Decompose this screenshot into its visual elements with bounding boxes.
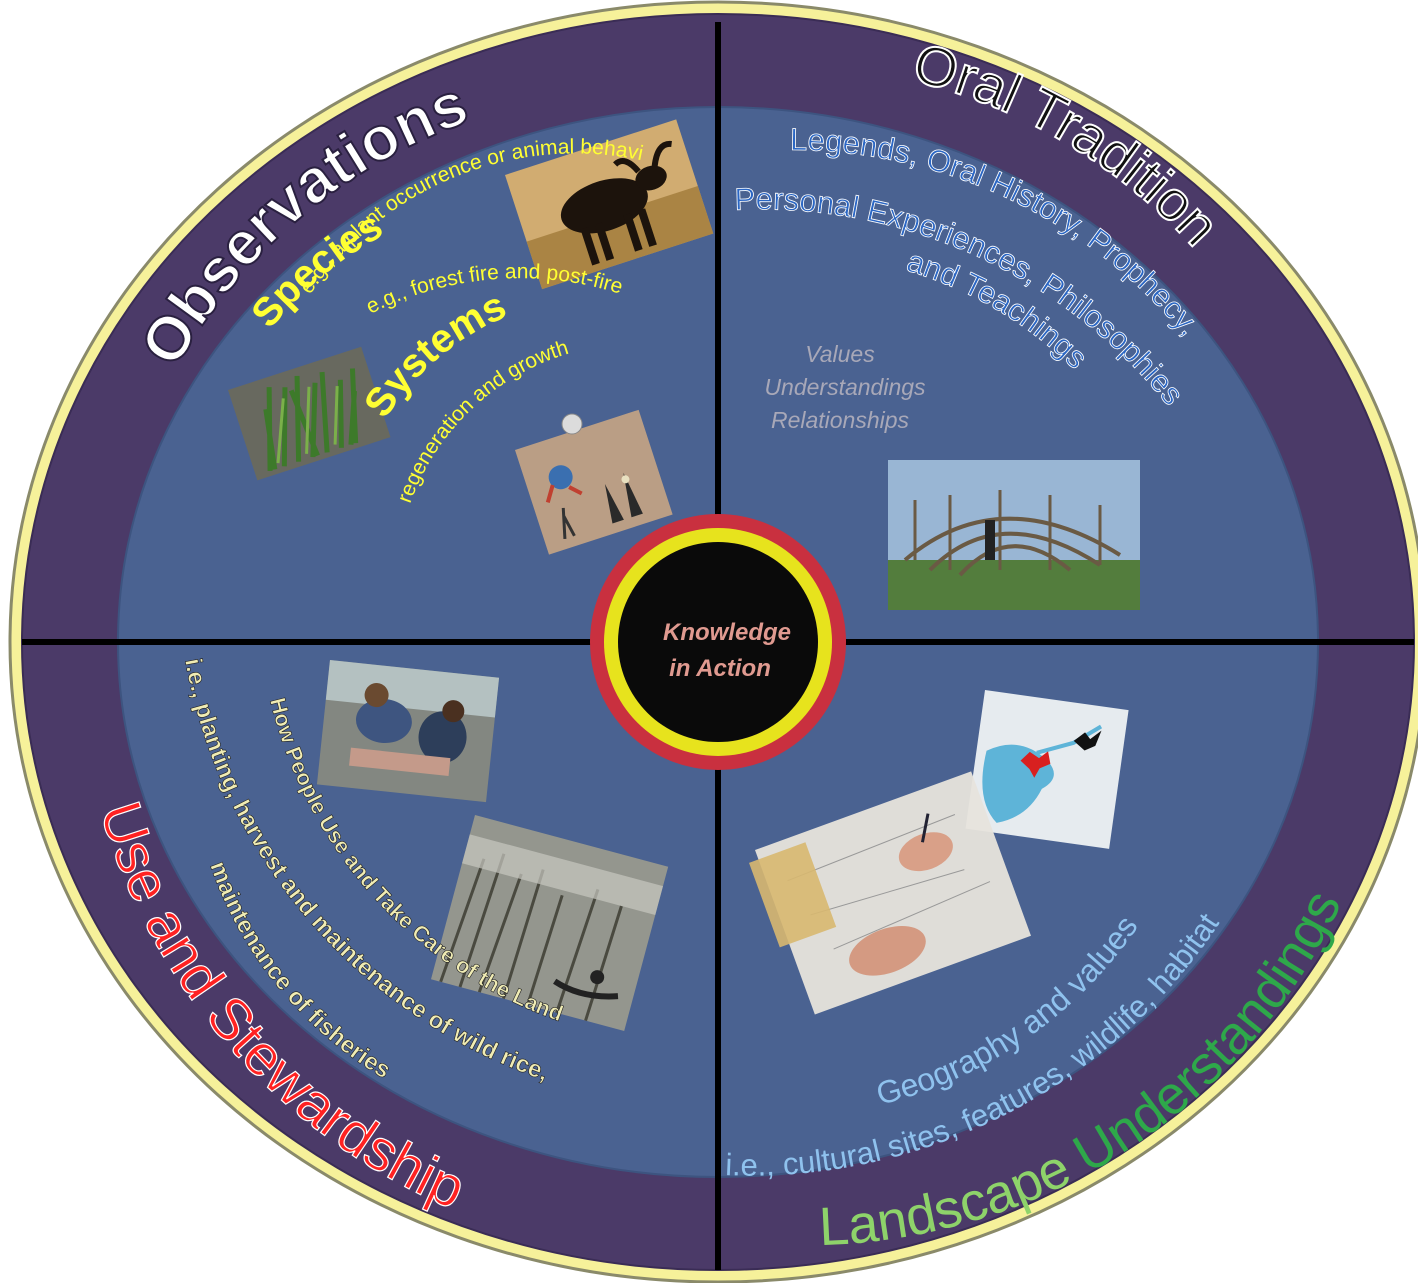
center-label-line1: Knowledge	[663, 619, 791, 646]
center-disc	[618, 542, 818, 742]
fish-harvest-photo	[316, 660, 500, 803]
map-photo	[965, 690, 1129, 849]
center-label-line2: in Action	[669, 655, 771, 682]
values-label: Values	[805, 341, 875, 367]
moose-photo	[505, 119, 714, 290]
wild-rice-canoe-photo	[431, 815, 669, 1031]
orb-icon	[561, 413, 583, 435]
understandings-label: Understandings	[764, 374, 926, 400]
mapping-hands-photo	[749, 771, 1031, 1015]
fire-illustration-photo	[515, 409, 673, 555]
relationships-label: Relationships	[771, 407, 910, 433]
lodge-frame-photo	[888, 460, 1140, 610]
plant-photo	[228, 346, 391, 481]
